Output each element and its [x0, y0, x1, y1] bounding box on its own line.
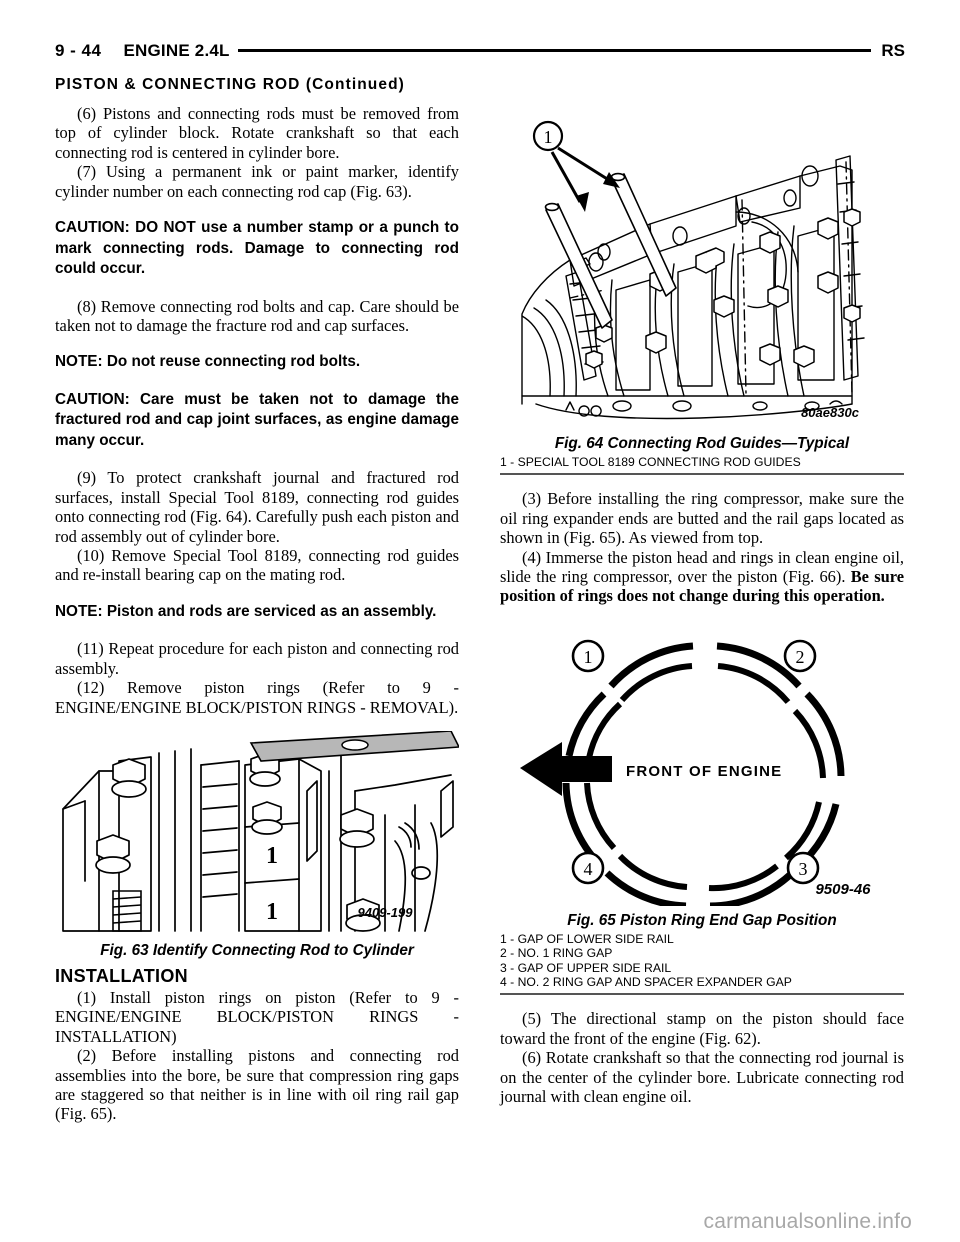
paragraph-step-10: (10) Remove Special Tool 8189, connectin… [55, 545, 459, 585]
figure-65-part-number: 9509-46 [815, 881, 871, 898]
paragraph-install-3: (3) Before installing the ring compresso… [500, 489, 904, 548]
paragraph-install-4: (4) Immerse the piston head and rings in… [500, 548, 904, 606]
cap-mark-1: 1 [266, 843, 278, 869]
front-of-engine-label: FRONT OF ENGINE [626, 763, 782, 780]
figure-65-legend-rule [500, 993, 904, 996]
page-title: PISTON & CONNECTING ROD (Continued) [55, 76, 405, 93]
callout-2: 2 [796, 647, 805, 667]
front-of-engine-arrow [520, 741, 612, 796]
install-4-emphasis: Be sure position of rings does not chang… [500, 567, 904, 606]
right-column: 1 80ae830c Fig. 64 Connecting Rod Guides… [500, 104, 904, 1107]
figure-65-drawing: FRONT OF ENGINE 1 2 3 4 9509-46 [520, 639, 871, 906]
figure-65-caption: Fig. 65 Piston Ring End Gap Position [567, 911, 837, 929]
paragraph-install-5: (5) The directional stamp on the piston … [500, 1009, 904, 1048]
figure-63-caption: Fig. 63 Identify Connecting Rod to Cylin… [100, 941, 414, 959]
paragraph-install-1: (1) Install piston rings on piston (Refe… [55, 987, 459, 1046]
figure-65: FRONT OF ENGINE 1 2 3 4 9509-46 Fig. 65 … [500, 616, 904, 996]
header-rule [237, 48, 872, 52]
figure-64: 1 80ae830c Fig. 64 Connecting Rod Guides… [500, 104, 904, 476]
callout-3: 3 [799, 859, 808, 879]
section-name: ENGINE 2.4L [123, 41, 230, 60]
figure-64-callout-1: 1 [532, 120, 620, 212]
paragraph-step-9: (9) To protect crankshaft journal and fr… [55, 468, 459, 546]
figure-64-legend: 1 - SPECIAL TOOL 8189 CONNECTING ROD GUI… [500, 455, 904, 469]
legend-item: 1 - GAP OF LOWER SIDE RAIL [500, 931, 674, 946]
figure-64-drawing: 1 80ae830c [521, 120, 865, 420]
installation-heading: INSTALLATION [55, 965, 188, 986]
callout-4: 4 [584, 859, 593, 879]
legend-item: 1 - SPECIAL TOOL 8189 CONNECTING ROD GUI… [500, 455, 801, 469]
figure-64-legend-rule [500, 473, 904, 476]
paragraph-step-8: (8) Remove connecting rod bolts and cap.… [55, 296, 459, 335]
callout-1: 1 [584, 647, 593, 667]
page-header: 9 - 44 ENGINE 2.4L RS [55, 38, 905, 64]
header-right-code: RS [881, 41, 905, 60]
figure-63: 9409-199 1 1 Fig. 63 Identify Connecting… [55, 730, 459, 960]
paragraph-step-7: (7) Using a permanent ink or paint marke… [55, 162, 459, 201]
paragraph-step-11: (11) Repeat procedure for each piston an… [55, 639, 459, 678]
figure-64-caption: Fig. 64 Connecting Rod Guides—Typical [554, 435, 850, 452]
caution-block-1: CAUTION: DO NOT use a number stamp or a … [55, 219, 459, 278]
figure-65-legend: 1 - GAP OF LOWER SIDE RAIL 2 - NO. 1 RIN… [500, 932, 904, 990]
paragraph-install-6: (6) Rotate crankshaft so that the connec… [500, 1048, 904, 1107]
legend-item: 4 - NO. 2 RING GAP AND SPACER EXPANDER G… [500, 975, 792, 990]
figure-63-part-number: 9409-199 [358, 905, 414, 920]
note-block-2: NOTE: Piston and rods are serviced as an… [55, 602, 437, 620]
svg-text:1: 1 [544, 127, 553, 147]
legend-item: 3 - GAP OF UPPER SIDE RAIL [500, 960, 672, 975]
cap-mark-2: 1 [266, 899, 278, 925]
figure-65-callouts: 1 2 3 4 [571, 639, 820, 885]
page-number: 9 - 44 [55, 41, 102, 60]
site-watermark: carmanualsonline.info [703, 1210, 912, 1233]
note-block-1: NOTE: Do not reuse connecting rod bolts. [55, 353, 361, 371]
caution-block-2: CAUTION: Care must be taken not to damag… [55, 390, 459, 449]
legend-item: 2 - NO. 1 RING GAP [500, 946, 613, 961]
paragraph-step-12: (12) Remove piston rings (Refer to 9 - E… [55, 678, 459, 717]
figure-63-drawing: 9409-199 1 1 [62, 730, 459, 932]
left-column: (6) Pistons and connecting rods must be … [55, 104, 459, 1124]
install-4-text: (4) Immerse the piston head and rings in… [500, 547, 904, 587]
figure-64-part-number: 80ae830c [801, 405, 860, 420]
paragraph-install-2: (2) Before installing pistons and connec… [55, 1046, 459, 1124]
paragraph-step-6: (6) Pistons and connecting rods must be … [55, 104, 459, 162]
